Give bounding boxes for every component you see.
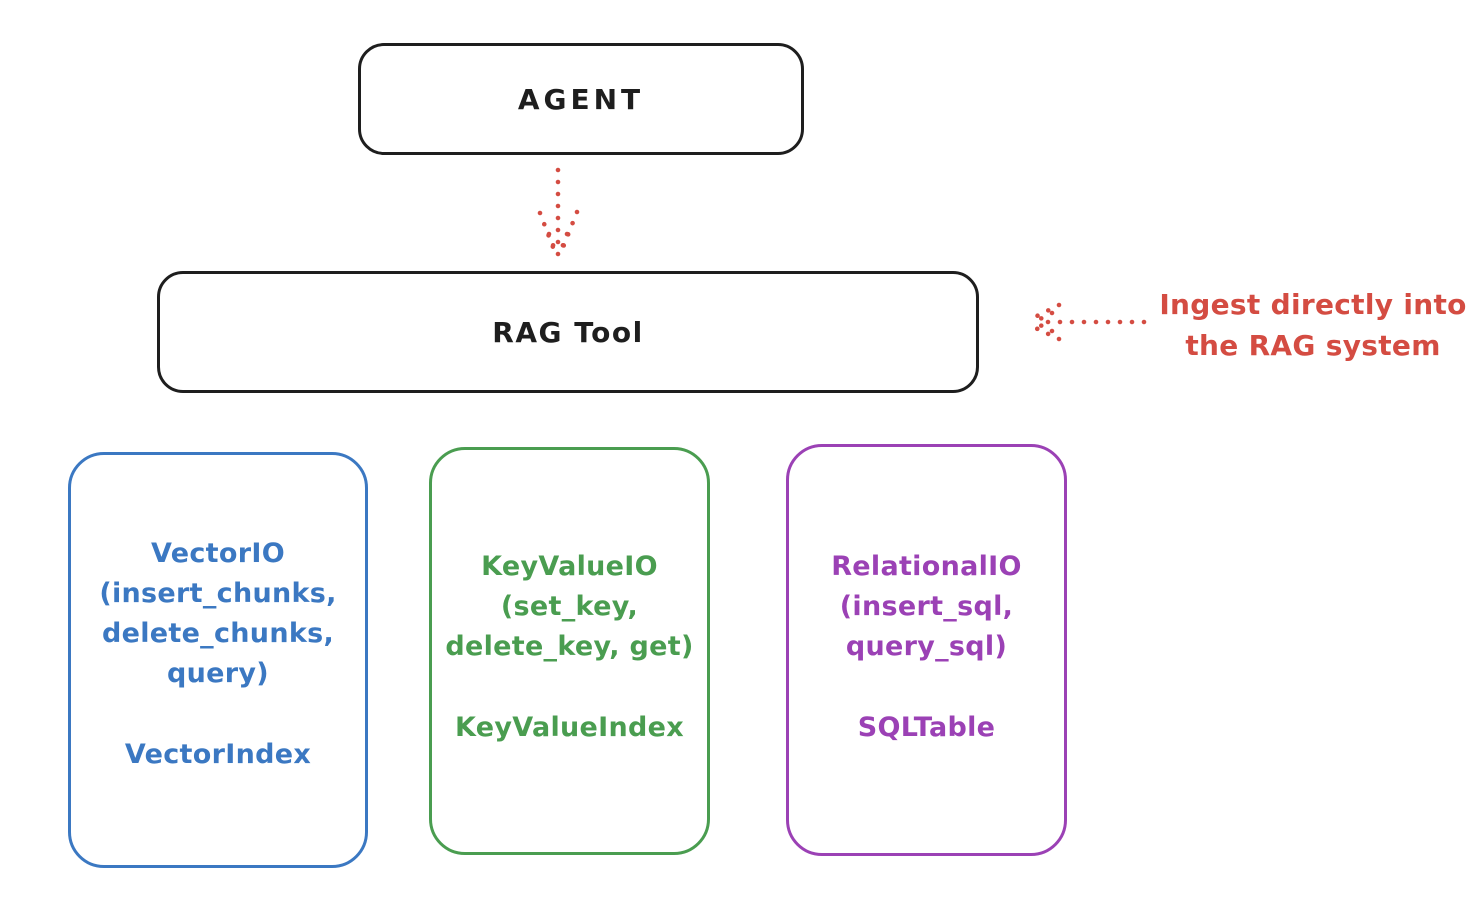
rag-tool-label: RAG Tool — [492, 315, 644, 349]
relational-io-signature: RelationalIO (insert_sql, query_sql) — [789, 547, 1064, 667]
key-value-io-method-1: (set_key, — [500, 591, 639, 622]
vector-io-method-2: delete_chunks, — [101, 618, 335, 649]
key-value-io-title: KeyValueIO — [481, 551, 658, 582]
relational-io-method-1: (insert_sql, — [839, 591, 1014, 622]
relational-io-title: RelationalIO — [831, 551, 1022, 582]
key-value-io-node: KeyValueIO (set_key, delete_key, get) Ke… — [429, 447, 710, 855]
agent-label: AGENT — [517, 82, 645, 116]
vector-io-signature: VectorIO (insert_chunks, delete_chunks, … — [71, 534, 365, 694]
ingest-annotation-line-1: Ingest directly into — [1159, 288, 1467, 321]
vector-io-method-3: query) — [167, 658, 269, 689]
key-value-io-signature: KeyValueIO (set_key, delete_key, get) — [432, 547, 707, 667]
sql-table-label: SQLTable — [857, 712, 996, 743]
key-value-index-label: KeyValueIndex — [454, 712, 684, 743]
key-value-io-method-2: delete_key, get) — [445, 631, 694, 662]
vector-io-method-1: (insert_chunks, — [99, 578, 337, 609]
vector-io-title: VectorIO — [151, 538, 285, 569]
rag-tool-node: RAG Tool — [157, 271, 979, 393]
ingest-annotation-line-2: the RAG system — [1185, 329, 1441, 362]
ingest-arrow — [1024, 302, 1147, 342]
agent-to-rag-arrow — [537, 167, 580, 261]
relational-io-method-2: query_sql) — [845, 631, 1008, 662]
vector-io-node: VectorIO (insert_chunks, delete_chunks, … — [68, 452, 368, 868]
ingest-annotation: Ingest directly into the RAG system — [1142, 284, 1484, 366]
relational-io-node: RelationalIO (insert_sql, query_sql) SQL… — [786, 444, 1067, 856]
vector-index-label: VectorIndex — [124, 739, 312, 770]
agent-node: AGENT — [358, 43, 804, 155]
